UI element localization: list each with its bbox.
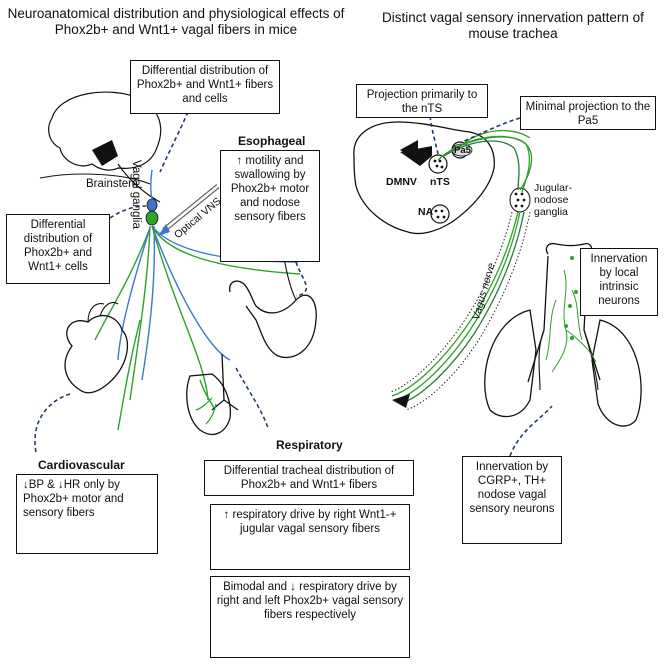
- nucleus-dots: [433, 159, 446, 219]
- box-diff-cells: Differential distribution of Phox2b+ and…: [6, 214, 110, 284]
- brainstem-arrow: [400, 140, 418, 160]
- tracheal-fibers: [545, 269, 597, 373]
- dashed-connectors-left: [34, 111, 308, 453]
- lung-fibers: [195, 397, 217, 425]
- box-resp-tracheal: Differential tracheal distribution of Ph…: [204, 460, 414, 496]
- box-proj-pa5: Minimal projection to the Pa5: [520, 96, 656, 130]
- left-lung-outline: [186, 373, 232, 435]
- respiratory-heading: Respiratory: [276, 438, 343, 452]
- resp-bimodal-text: Bimodal and ↓ respiratory drive by right…: [216, 581, 404, 621]
- tracheal-fiber-dots: [564, 256, 578, 340]
- right-lung-left-lobe: [484, 309, 537, 418]
- esophageal-heading: Esophageal: [238, 134, 306, 148]
- label-brainstem: Brainstem: [86, 178, 138, 190]
- box-diff-fibers-cells: Differential distribution of Phox2b+ and…: [130, 60, 280, 114]
- label-nts: nTS: [430, 176, 450, 188]
- label-dmnv: DMNV: [386, 176, 417, 188]
- box-proj-nts: Projection primarily to the nTS: [356, 84, 488, 118]
- brainstem-section-outline: [353, 121, 495, 235]
- vagus-dotted: [389, 211, 531, 411]
- trachea-bifurcation: [538, 329, 599, 391]
- nts-nucleus: [428, 154, 448, 174]
- box-resp-bimodal: Bimodal and ↓ respiratory drive by right…: [210, 576, 410, 658]
- box-esophageal: ↑ motility and swallowing by Phox2b+ mot…: [220, 150, 320, 262]
- right-title: Distinct vagal sensory innervation patte…: [382, 10, 644, 41]
- brainstem-outline: [39, 173, 151, 185]
- box-cgrp: Innervation by CGRP+, TH+ nodose vagal s…: [462, 456, 562, 544]
- heart-vessels: [87, 301, 119, 323]
- label-vagal-ganglia: Vagal ganglia: [130, 160, 142, 229]
- label-pa5: Pa5: [454, 145, 471, 156]
- left-trachea: [211, 353, 239, 411]
- brainstem-shape: [117, 163, 161, 203]
- box-local-neurons: Innervation by local intrinsic neurons: [580, 248, 658, 316]
- na-nucleus: [430, 204, 450, 224]
- ganglion-blue: [146, 198, 158, 212]
- box-resp-drive-right: ↑ respiratory drive by right Wnt1-+ jugu…: [210, 504, 410, 570]
- optical-fiber-core: [163, 185, 219, 231]
- box-cardiovascular: ↓BP & ↓HR only by Phox2b+ motor and sens…: [16, 474, 158, 554]
- resp-drive-right-text: ↑ respiratory drive by right Wnt1-+ jugu…: [223, 509, 397, 535]
- label-na: NA: [418, 206, 434, 218]
- heart-outline: [64, 314, 129, 394]
- ganglion-green: [145, 210, 159, 226]
- arrow-left: [392, 394, 410, 408]
- ganglion-dots: [514, 192, 526, 208]
- right-fibers: [391, 129, 533, 405]
- nerve-fibers: [94, 169, 301, 431]
- esophagus-outline: [229, 280, 317, 358]
- esophageal-text: ↑ motility and swallowing by Phox2b+ mot…: [230, 155, 310, 223]
- label-jugular-nodose: Jugular-nodose ganglia: [534, 182, 572, 218]
- jugular-nodose-ganglion: [509, 187, 531, 213]
- cerebellum-shape: [92, 140, 118, 166]
- cardio-text: ↓BP & ↓HR only by Phox2b+ motor and sens…: [23, 479, 124, 519]
- left-title: Neuroanatomical distribution and physiol…: [7, 6, 345, 37]
- cardiovascular-heading: Cardiovascular: [38, 458, 125, 472]
- right-lung-right-lobe: [591, 319, 642, 427]
- brain-outline: [48, 91, 162, 171]
- light-arrow: [158, 224, 170, 236]
